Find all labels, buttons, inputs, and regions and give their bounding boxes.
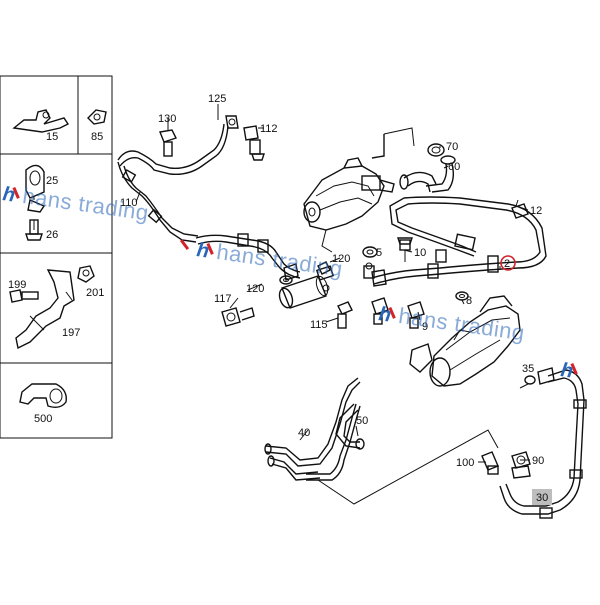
watermark-text-1: hans trading	[21, 183, 150, 225]
label-15: 15	[46, 131, 58, 143]
label-199: 199	[8, 279, 26, 291]
label-30-box: 30	[532, 489, 552, 505]
label-9: 9	[422, 321, 428, 333]
highlight-circle	[500, 255, 516, 271]
svg-text:h: h	[195, 239, 210, 262]
svg-text:h: h	[559, 359, 574, 382]
label-115: 115	[310, 319, 328, 331]
label-30-background	[532, 489, 552, 505]
label-8: 8	[466, 295, 472, 307]
label-197: 197	[62, 327, 80, 339]
label-110: 110	[120, 197, 138, 209]
label-90: 90	[532, 455, 544, 467]
fitting-9	[371, 297, 425, 329]
banjo-112	[243, 125, 265, 161]
label-10: 10	[414, 247, 426, 259]
hose-main	[195, 233, 301, 281]
leader-70	[383, 127, 415, 147]
filter-canister	[278, 261, 335, 309]
bolt-115	[337, 301, 353, 329]
label-60: 60	[448, 161, 460, 173]
label-130: 130	[158, 113, 176, 125]
label-125: 125	[208, 93, 226, 105]
seal-120-center	[362, 246, 378, 258]
label-5: 5	[376, 247, 382, 259]
hose-50	[335, 403, 365, 450]
clamp-500-drawing	[19, 383, 67, 409]
leader-bottom	[317, 429, 499, 505]
pipe-110	[117, 115, 239, 243]
label-70: 70	[446, 141, 458, 153]
sidebar-boxes	[0, 75, 113, 439]
label-2: 2	[504, 258, 510, 270]
label-50: 50	[356, 415, 368, 427]
watermark-logo-icon: h	[195, 239, 214, 263]
steering-gear	[409, 295, 521, 387]
label-26: 26	[46, 229, 58, 241]
label-120-center: 120	[332, 253, 350, 265]
washer-120-left	[279, 275, 293, 285]
svg-text:h: h	[1, 183, 16, 206]
clip-15-drawing	[12, 109, 70, 133]
label-25: 25	[46, 175, 58, 187]
fitting-100	[481, 451, 499, 475]
box-bracket-197	[0, 252, 113, 364]
svg-text:h: h	[377, 303, 392, 326]
bolt-25-26-drawing	[25, 164, 46, 241]
clip-12	[511, 199, 529, 219]
nut-85-drawing	[87, 109, 107, 125]
leader-lines	[33, 104, 530, 463]
label-35: 35	[522, 363, 534, 375]
label-120-left: 120	[246, 283, 264, 295]
watermark-logo-icon: h	[559, 359, 578, 383]
clamp-70	[427, 143, 445, 157]
watermark-4: h	[559, 359, 578, 383]
box-clamp-500	[0, 362, 113, 439]
label-112: 112	[260, 123, 278, 135]
watermark-text-2: hans trading	[215, 239, 344, 281]
highlight-part-2[interactable]: 2	[500, 255, 516, 271]
label-117: 117	[214, 293, 232, 305]
watermark-logo-icon: h	[1, 183, 20, 207]
watermark-logo-icon: h	[377, 303, 396, 327]
watermark-2: h hans trading	[195, 239, 344, 281]
watermark-1: h hans trading	[1, 183, 150, 225]
bolt-117	[221, 307, 255, 327]
label-100: 100	[456, 457, 474, 469]
label-40: 40	[298, 427, 310, 439]
pipe-40	[264, 377, 361, 481]
label-12: 12	[530, 205, 542, 217]
return-line-30	[499, 369, 587, 519]
power-steering-pump	[303, 134, 395, 253]
fitting-35	[524, 367, 555, 385]
clamp-90	[511, 451, 531, 479]
label-85: 85	[91, 131, 103, 143]
label-30: 30	[536, 492, 548, 504]
label-500: 500	[34, 413, 52, 425]
label-201: 201	[86, 287, 104, 299]
watermark-text-3: hans trading	[397, 303, 526, 345]
hose-2	[371, 196, 547, 287]
part-labels: 15 85 25 26 199 201 197 500 125 130 112 …	[8, 93, 544, 469]
watermark-5	[179, 239, 190, 251]
hose-60	[399, 155, 456, 193]
bracket-197-drawing	[9, 265, 95, 350]
